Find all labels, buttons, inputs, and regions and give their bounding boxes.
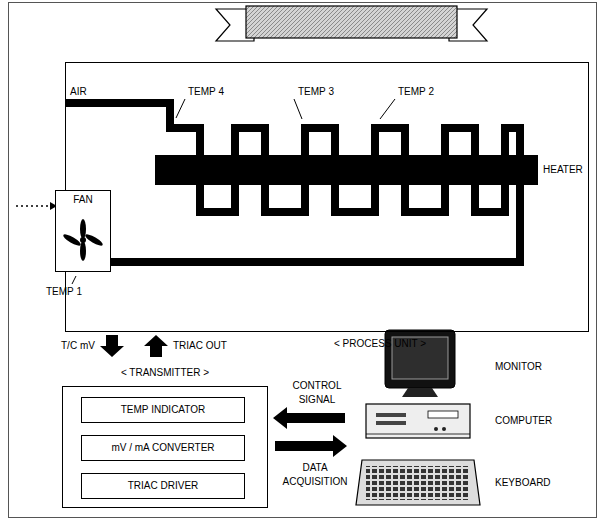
part-label: AIR <box>70 86 87 98</box>
fan-icon <box>62 219 104 261</box>
part-label: TEMP 3 <box>298 86 334 98</box>
module-box: TRIAC DRIVER <box>81 473 245 499</box>
signal-arrow <box>100 335 124 357</box>
process-unit-box: < PROCESS UNIT >FAN <box>65 62 589 332</box>
part-label: KEYBOARD <box>495 477 551 489</box>
signal-label: TRIAC OUT <box>173 340 227 352</box>
control-signal-arrow <box>273 407 345 429</box>
leader-lines <box>72 99 395 284</box>
module-label: mV / mA CONVERTER <box>111 442 214 454</box>
data-acquisition-arrow <box>275 435 347 457</box>
section-heading: < TRANSMITTER > <box>62 360 268 386</box>
module-label: TEMP INDICATOR <box>121 404 205 416</box>
fan-box: FAN <box>55 190 111 272</box>
part-label: TEMP 4 <box>188 86 224 98</box>
signal-label: T/C mV <box>61 340 95 352</box>
computer-icon <box>366 404 470 438</box>
part-label: TEMP 1 <box>46 286 82 298</box>
module-label: TRIAC DRIVER <box>128 480 199 492</box>
part-label: MONITOR <box>495 361 542 373</box>
page-frame <box>9 3 597 518</box>
part-label: CONTROL SIGNAL <box>280 379 354 407</box>
keyboard-icon <box>356 460 480 505</box>
part-label: TEMP 2 <box>398 86 434 98</box>
signal-arrow <box>144 335 168 357</box>
fan-label: FAN <box>56 191 110 206</box>
section-heading: < PROCESS UNIT > <box>334 338 426 350</box>
transmitter-frame: TEMP INDICATOR mV / mA CONVERTER TRIAC DRI… <box>62 386 268 508</box>
module-box: TEMP INDICATOR <box>81 397 245 423</box>
part-label: HEATER <box>543 164 583 176</box>
air-intake-arrow <box>16 202 57 210</box>
banner <box>216 6 487 41</box>
module-box: mV / mA CONVERTER <box>81 435 245 461</box>
part-label: COMPUTER <box>495 415 552 427</box>
part-label: DATA ACQUISITION <box>272 461 358 489</box>
heater-bar <box>155 155 538 185</box>
transmitter-box: < TRANSMITTER > TEMP INDICATOR mV / mA CON… <box>62 360 268 508</box>
